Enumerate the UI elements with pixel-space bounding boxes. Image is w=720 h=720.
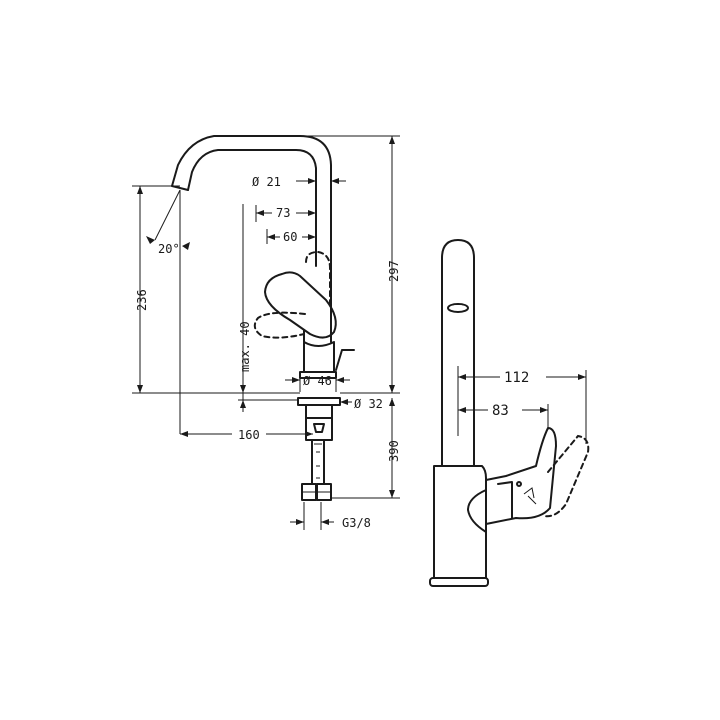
dim-60-arrow-left — [267, 234, 275, 240]
dim-236-arrow-top — [137, 186, 143, 194]
dim-21-arrow-left — [308, 178, 316, 184]
side-handle-mark — [523, 487, 537, 505]
dim-32-arrow — [340, 399, 348, 405]
dim-390-arrow-bottom — [389, 490, 395, 498]
dim-max40-label: max. 40 — [238, 321, 252, 372]
dim-21-label: Ø 21 — [252, 175, 281, 189]
handle-outline — [264, 271, 337, 339]
dim-60-mask — [280, 230, 302, 244]
dim-73-label: 73 — [276, 206, 290, 220]
side-handle-curve — [467, 489, 487, 533]
side-aerator-highlight — [450, 305, 466, 309]
dim-297-arrow-bottom — [389, 385, 395, 393]
dim-60-label: 60 — [283, 230, 297, 244]
dim-g38-arrow-right — [321, 519, 329, 525]
dim-83-arrow-right — [540, 407, 548, 413]
base-lever — [335, 349, 355, 371]
handle-dashed-back — [253, 311, 306, 339]
angle-label: 20° — [158, 242, 180, 256]
dim-83-arrow-left — [458, 407, 466, 413]
handle-dashed-up — [305, 250, 331, 307]
mount-flange — [297, 397, 341, 406]
mount-shank — [305, 404, 333, 441]
dim-73-arrow-right — [308, 210, 316, 216]
side-view-dimensions: 112 83 — [457, 366, 587, 444]
dim-112-label: 112 — [504, 370, 529, 386]
spout-outline — [171, 135, 332, 343]
dim-46-arrow-left — [292, 377, 300, 383]
angle-arrow-right — [182, 242, 190, 250]
dim-236-label: 236 — [135, 289, 149, 311]
dim-160-arrow-right — [305, 431, 313, 437]
hose-detail — [314, 443, 322, 479]
angle-arrow-left — [146, 236, 155, 244]
mount-nut — [313, 423, 325, 433]
side-handle-dot — [516, 481, 522, 487]
dim-32-label: Ø 32 — [354, 397, 383, 411]
dim-max40-arrow-top — [240, 385, 246, 393]
side-spout-column — [441, 239, 475, 467]
dim-g38-arrow-left — [296, 519, 304, 525]
dim-112-arrow-left — [458, 374, 466, 380]
dim-g38-label: G3/8 — [342, 516, 371, 530]
front-view-faucet — [171, 135, 355, 501]
dim-297-arrow-top — [389, 136, 395, 144]
dim-83-label: 83 — [492, 403, 509, 419]
spout-inner-outline — [187, 149, 317, 267]
dim-112-arrow-right — [578, 374, 586, 380]
dim-max40-arrow-bottom — [240, 400, 246, 408]
dim-46-arrow-right — [336, 377, 344, 383]
dim-160-arrow-left — [180, 431, 188, 437]
angle-ref-slanted — [154, 189, 181, 241]
dim-60-arrow-right — [308, 234, 316, 240]
side-handle — [485, 427, 557, 525]
dim-21-arrow-right — [331, 178, 339, 184]
dim-73-arrow-left — [256, 210, 264, 216]
dim-390-arrow-top — [389, 398, 395, 406]
dim-236-arrow-bottom — [137, 385, 143, 393]
body-outline — [303, 329, 335, 373]
dim-160-label: 160 — [238, 428, 260, 442]
dim-83-mask — [488, 402, 522, 418]
side-body — [433, 465, 487, 579]
front-view-dimensions: Ø 21 73 60 20° 236 — [132, 135, 401, 530]
dim-390-label: 390 — [387, 440, 401, 462]
spout-tip — [171, 185, 189, 191]
dim-46-label: Ø 46 — [303, 374, 332, 388]
side-handle-dashed — [543, 434, 590, 518]
side-handle-inner — [497, 481, 513, 519]
dim-112-mask — [500, 369, 546, 385]
dim-73-mask — [272, 206, 296, 220]
dim-297-label: 297 — [387, 260, 401, 282]
side-base — [429, 577, 489, 587]
side-view-faucet — [429, 239, 590, 587]
dim-160-mask — [232, 427, 266, 441]
side-aerator — [447, 303, 469, 313]
